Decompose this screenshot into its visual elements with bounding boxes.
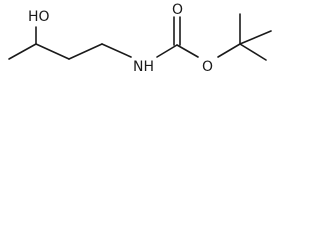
- bond-nh-carbonyl: [156, 44, 178, 58]
- carbonyl-oxygen-label: O: [172, 2, 183, 18]
- bond-carbonyl-ester-o: [176, 44, 199, 58]
- bond-ester-o-tbutyl: [217, 43, 241, 58]
- hydroxyl-label: HO: [28, 9, 50, 25]
- bond-ch2b-nh: [101, 43, 132, 58]
- ester-oxygen-label: O: [202, 59, 213, 75]
- amine-label: NH: [133, 59, 154, 75]
- bond-choh-ch2a: [35, 43, 70, 60]
- bond-ch2a-ch2b: [68, 43, 103, 60]
- bond-tbutyl-methyl-right: [239, 30, 272, 45]
- bond-methyl-choh: [8, 43, 37, 60]
- structure-drawing: HO NH O O: [8, 2, 272, 75]
- bond-tbutyl-methyl-down: [239, 43, 267, 61]
- chemical-structure: HO NH O O: [0, 0, 284, 88]
